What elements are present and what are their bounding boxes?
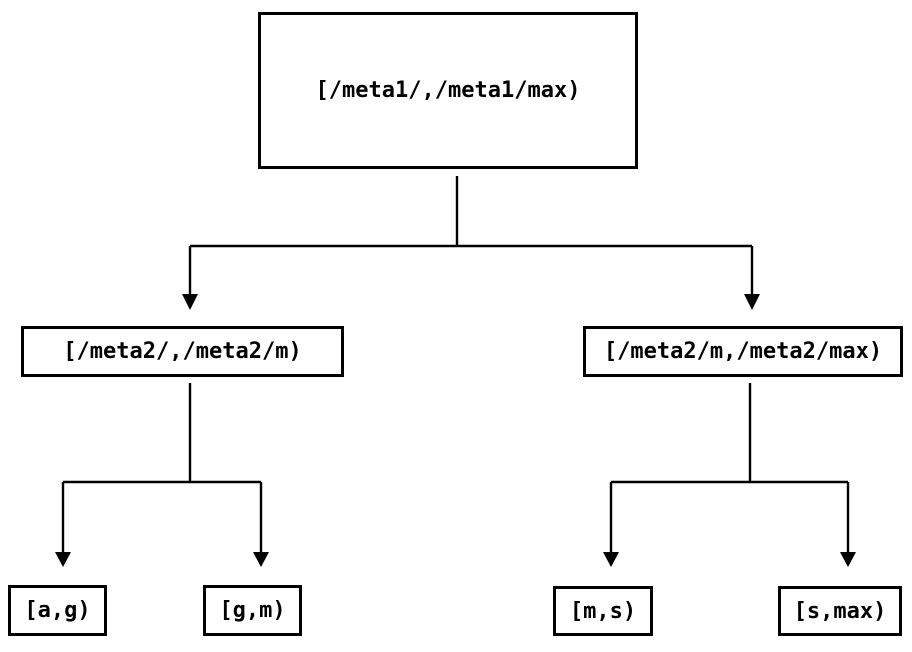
node-leaf-gm-label: [g,m) (219, 598, 286, 623)
node-leaf-gm: [g,m) (203, 585, 302, 636)
node-leaf-ms-label: [m,s) (569, 598, 637, 624)
arrowhead-down-icon (182, 294, 198, 310)
arrowhead-down-icon (603, 552, 619, 567)
node-leaf-smax: [s,max) (778, 586, 902, 636)
edge-left-children (61, 383, 263, 552)
arrowhead-down-icon (253, 552, 269, 567)
node-root-range: [/meta1/,/meta1/max) (258, 12, 638, 169)
node-leaf-ms: [m,s) (553, 586, 653, 636)
arrowhead-down-icon (840, 552, 856, 567)
edge-root-children (188, 176, 754, 294)
node-right-range: [/meta2/m,/meta2/max) (583, 326, 903, 377)
node-right-range-label: [/meta2/m,/meta2/max) (603, 339, 883, 364)
node-left-range-label: [/meta2/,/meta2/m) (63, 339, 302, 364)
node-leaf-ag-label: [a,g) (24, 598, 91, 623)
node-root-range-label: [/meta1/,/meta1/max) (315, 78, 581, 103)
edge-right-children (609, 383, 850, 552)
node-left-range: [/meta2/,/meta2/m) (21, 326, 344, 377)
arrowhead-down-icon (55, 552, 71, 567)
arrowhead-down-icon (744, 294, 760, 310)
node-leaf-smax-label: [s,max) (793, 598, 887, 624)
node-leaf-ag: [a,g) (8, 585, 107, 636)
